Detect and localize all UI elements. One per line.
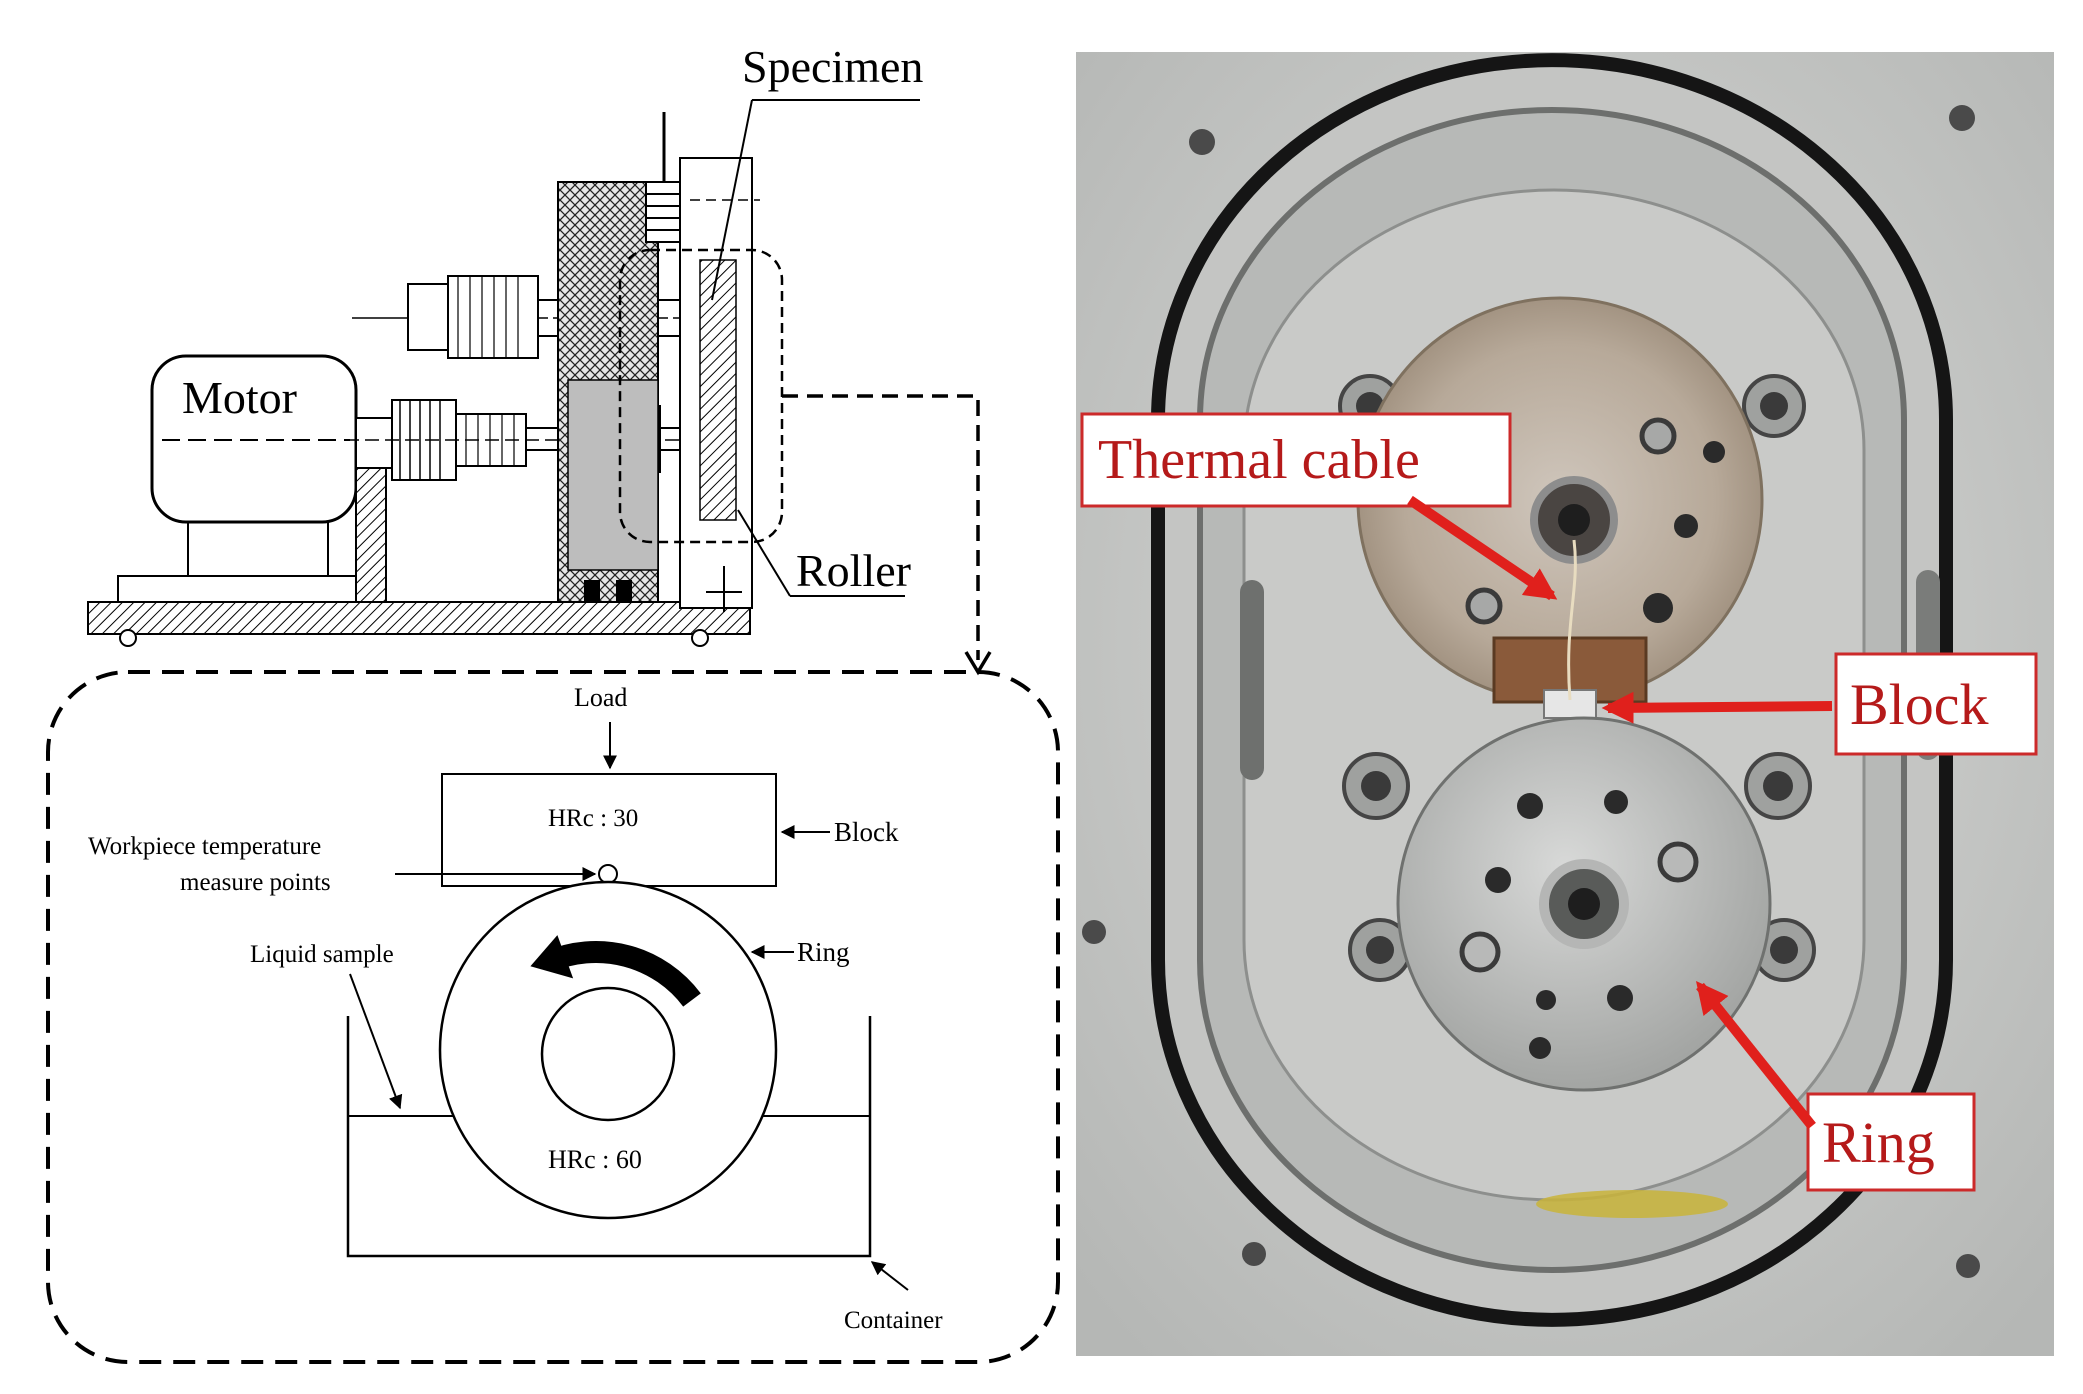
container-label: Container xyxy=(844,1307,943,1334)
motor-label: Motor xyxy=(182,372,297,423)
ring-inner xyxy=(540,986,676,1122)
base-plate xyxy=(87,601,751,635)
detail-connector xyxy=(782,394,980,660)
detail-frame xyxy=(46,670,1060,1364)
temperature-label-line2: measure points xyxy=(180,869,331,896)
liquid-sample-label: Liquid sample xyxy=(250,941,394,968)
block-label: Block xyxy=(834,817,899,847)
temperature-measure-point xyxy=(598,864,618,884)
block-on-ring-detail: Load HRc : 30 Block Workpiece temperatur… xyxy=(46,670,1060,1364)
temperature-label-line1: Workpiece temperature xyxy=(88,833,321,860)
rotation-arrow xyxy=(543,941,701,1007)
ring-hardness: HRc : 60 xyxy=(548,1145,642,1174)
block-callout xyxy=(1834,652,2038,756)
thermal-cable-arrow xyxy=(1407,495,1558,601)
specimen-label: Specimen xyxy=(742,41,923,92)
motor-stand xyxy=(187,519,329,577)
block-hardness: HRc : 30 xyxy=(548,805,638,832)
motor-platform xyxy=(117,575,367,603)
container xyxy=(346,1016,872,1258)
thermal-cable-callout xyxy=(1080,412,1512,508)
roller-label: Roller xyxy=(796,545,911,596)
ring-arrow xyxy=(1696,981,1816,1130)
machine-schematic: Motor Specimen xyxy=(87,41,992,676)
block-arrow xyxy=(1601,691,1833,724)
apparatus-photo: Thermal cable Block Ring xyxy=(1076,52,2054,1356)
load-label: Load xyxy=(574,683,627,712)
thermal-cable-label: Thermal cable xyxy=(1098,429,1420,491)
ring-callout xyxy=(1806,1092,1976,1192)
ring-label: Ring xyxy=(797,937,850,967)
block-photo-label: Block xyxy=(1850,672,1989,737)
ring-photo-label: Ring xyxy=(1822,1110,1935,1175)
